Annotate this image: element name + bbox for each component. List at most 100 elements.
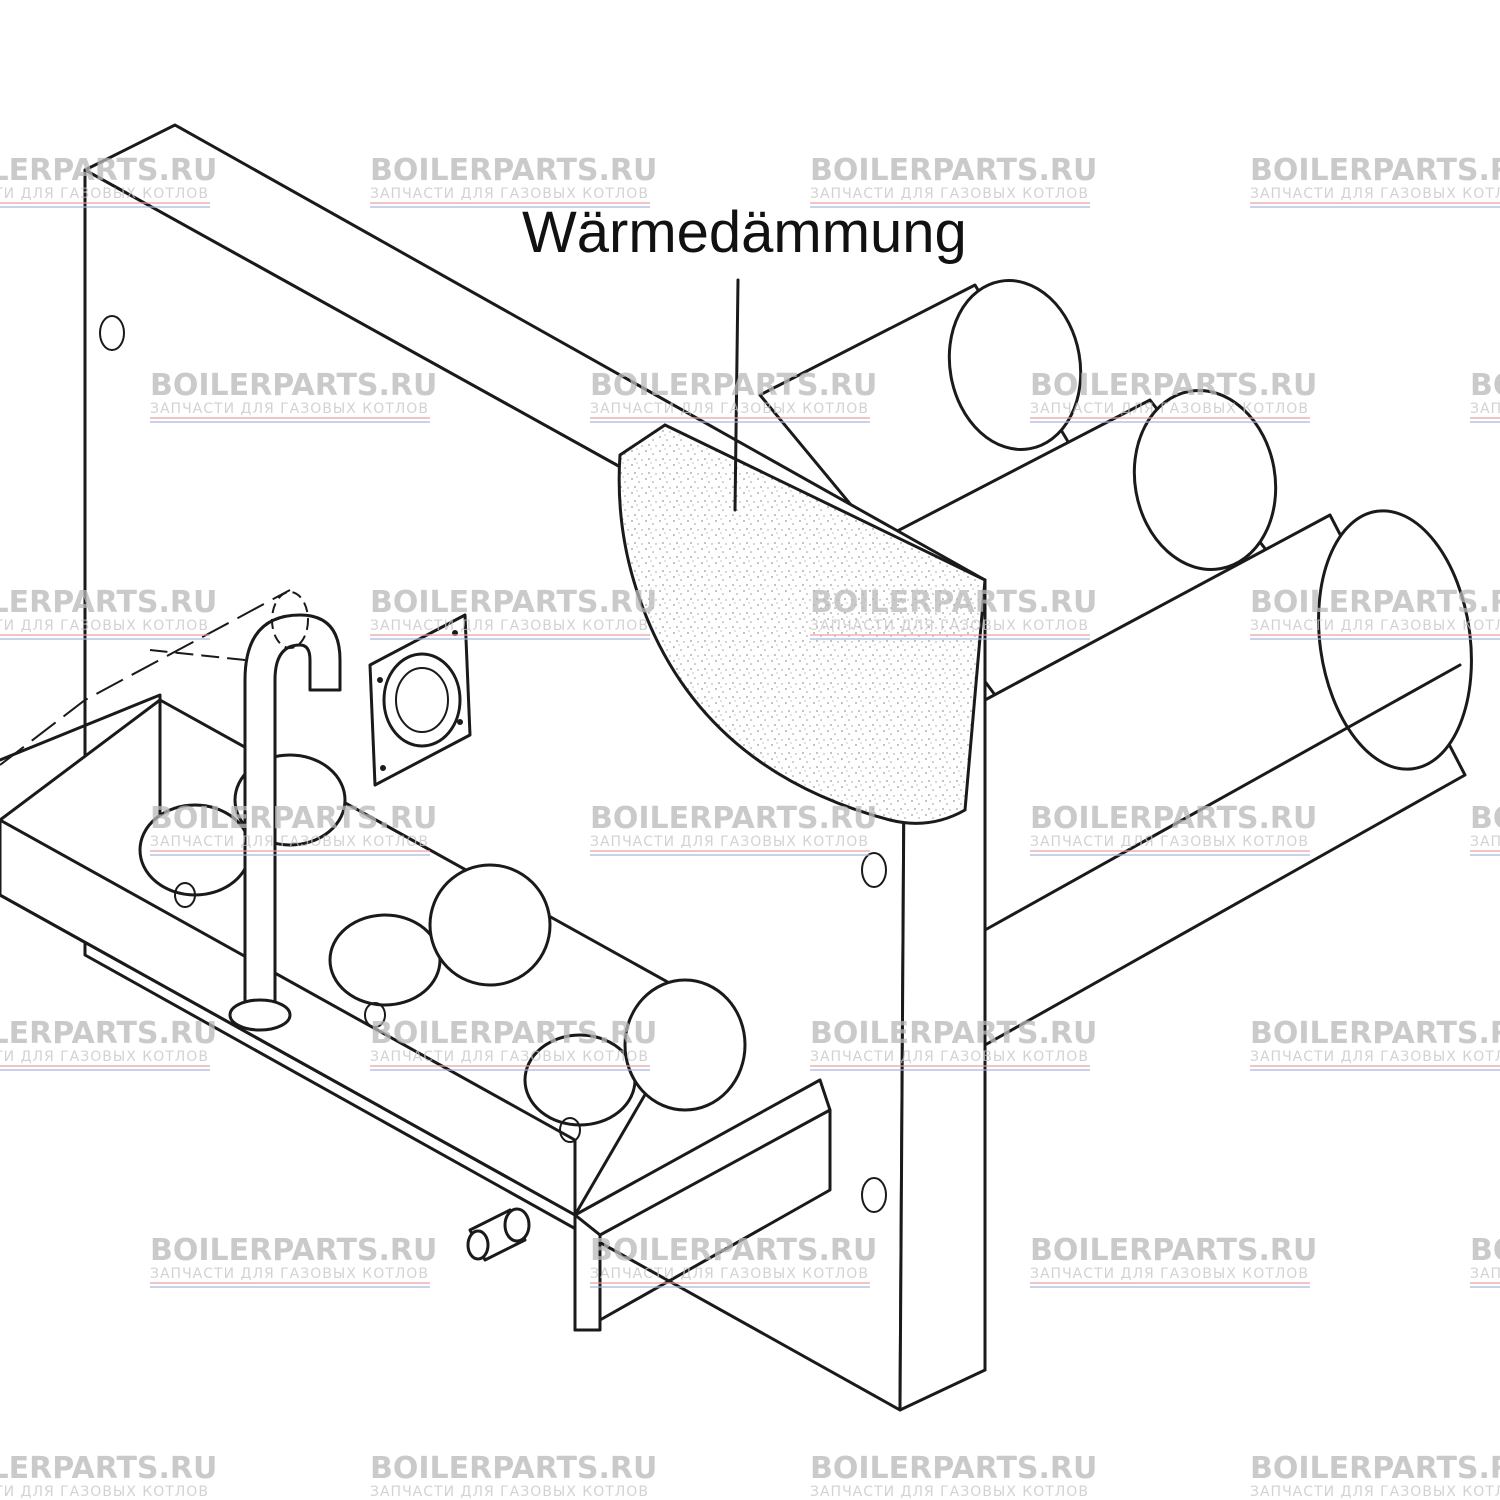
watermark-subtitle: ЗАПЧАСТИ ДЛЯ ГАЗОВЫХ КОТЛОВ (150, 401, 429, 417)
watermark-brand: BOILERPARTS.RU (1030, 801, 1317, 836)
watermark-brand: BOILERPARTS.RU (1470, 1233, 1500, 1268)
burner-nozzle-3 (328, 863, 552, 1028)
watermark-brand: BOILERPARTS.RU (1250, 1451, 1500, 1486)
watermark-brand: BOILERPARTS.RU (1250, 1016, 1500, 1051)
watermark-subtitle: ЗАПЧАСТИ ДЛЯ ГАЗОВЫХ КОТЛОВ (1470, 401, 1500, 417)
watermark-brand: BOILERPARTS.RU (590, 801, 877, 836)
watermark-subtitle: ЗАПЧАСТИ ДЛЯ ГАЗОВЫХ КОТЛОВ (1030, 834, 1309, 850)
watermark-subtitle: ЗАПЧАСТИ ДЛЯ ГАЗОВЫХ КОТЛОВ (0, 618, 209, 634)
watermark-subtitle: ЗАПЧАСТИ ДЛЯ ГАЗОВЫХ КОТЛОВ (370, 1484, 649, 1500)
watermark-subtitle: ЗАПЧАСТИ ДЛЯ ГАЗОВЫХ КОТЛОВ (1250, 1484, 1500, 1500)
watermark-brand: BOILERPARTS.RU (370, 1451, 657, 1486)
watermark-subtitle: ЗАПЧАСТИ ДЛЯ ГАЗОВЫХ КОТЛОВ (1470, 834, 1500, 850)
watermark-subtitle: ЗАПЧАСТИ ДЛЯ ГАЗОВЫХ КОТЛОВ (1030, 1266, 1309, 1282)
watermark-brand: BOILERPARTS.RU (150, 368, 437, 403)
watermark-brand: BOILERPARTS.RU (1470, 368, 1500, 403)
watermark-subtitle: ЗАПЧАСТИ ДЛЯ ГАЗОВЫХ КОТЛОВ (590, 834, 869, 850)
watermark-subtitle: ЗАПЧАСТИ ДЛЯ ГАЗОВЫХ КОТЛОВ (590, 1266, 869, 1282)
watermark-subtitle: ЗАПЧАСТИ ДЛЯ ГАЗОВЫХ КОТЛОВ (1470, 1266, 1500, 1282)
watermark-brand: BOILERPARTS.RU (370, 585, 657, 620)
watermark-subtitle: ЗАПЧАСТИ ДЛЯ ГАЗОВЫХ КОТЛОВ (1250, 186, 1500, 202)
watermark-brand: BOILERPARTS.RU (1470, 801, 1500, 836)
watermark-subtitle: ЗАПЧАСТИ ДЛЯ ГАЗОВЫХ КОТЛОВ (0, 186, 209, 202)
watermark-brand: BOILERPARTS.RU (810, 1451, 1097, 1486)
burner-nozzle-4 (523, 978, 747, 1143)
watermark-subtitle: ЗАПЧАСТИ ДЛЯ ГАЗОВЫХ КОТЛОВ (0, 1484, 209, 1500)
watermark-subtitle: ЗАПЧАСТИ ДЛЯ ГАЗОВЫХ КОТЛОВ (810, 1049, 1089, 1065)
watermark-subtitle: ЗАПЧАСТИ ДЛЯ ГАЗОВЫХ КОТЛОВ (150, 1266, 429, 1282)
watermark-subtitle: ЗАПЧАСТИ ДЛЯ ГАЗОВЫХ КОТЛОВ (1250, 618, 1500, 634)
watermark-subtitle: ЗАПЧАСТИ ДЛЯ ГАЗОВЫХ КОТЛОВ (1250, 1049, 1500, 1065)
watermark-brand: BOILERPARTS.RU (1030, 1233, 1317, 1268)
sight-glass-flange (368, 613, 472, 787)
watermark-subtitle: ЗАПЧАСТИ ДЛЯ ГАЗОВЫХ КОТЛОВ (150, 834, 429, 850)
insulation-leader-line (733, 278, 740, 512)
watermark-subtitle: ЗАПЧАСТИ ДЛЯ ГАЗОВЫХ КОТЛОВ (810, 618, 1089, 634)
burner-tube-top (758, 279, 1083, 542)
watermark-brand: BOILERPARTS.RU (590, 1233, 877, 1268)
watermark-brand: BOILERPARTS.RU (370, 153, 657, 188)
dashed-reference-line (0, 589, 291, 766)
mounting-hole-right-upper (861, 852, 887, 888)
insulation-callout-label: Wärmedämmung (522, 200, 967, 265)
watermark-subtitle: ЗАПЧАСТИ ДЛЯ ГАЗОВЫХ КОТЛОВ (1030, 401, 1309, 417)
watermark-brand: BOILERPARTS.RU (1030, 368, 1317, 403)
watermark-brand: BOILERPARTS.RU (0, 1451, 217, 1486)
watermark-brand: BOILERPARTS.RU (1250, 153, 1500, 188)
watermark-brand: BOILERPARTS.RU (810, 153, 1097, 188)
watermark-subtitle: ЗАПЧАСТИ ДЛЯ ГАЗОВЫХ КОТЛОВ (810, 186, 1089, 202)
mounting-hole-top-left (99, 315, 125, 351)
watermark-brand: BOILERPARTS.RU (590, 368, 877, 403)
watermark-brand: BOILERPARTS.RU (810, 585, 1097, 620)
watermark-brand: BOILERPARTS.RU (0, 1016, 217, 1051)
watermark-brand: BOILERPARTS.RU (370, 1016, 657, 1051)
watermark-subtitle: ЗАПЧАСТИ ДЛЯ ГАЗОВЫХ КОТЛОВ (370, 1049, 649, 1065)
test-nipple (466, 1207, 531, 1262)
watermark-subtitle: ЗАПЧАСТИ ДЛЯ ГАЗОВЫХ КОТЛОВ (590, 401, 869, 417)
watermark-subtitle: ЗАПЧАСТИ ДЛЯ ГАЗОВЫХ КОТЛОВ (0, 1049, 209, 1065)
front-mounting-bracket (573, 1078, 832, 1332)
watermark-brand: BOILERPARTS.RU (810, 1016, 1097, 1051)
gas-feed-pipe (149, 591, 342, 1032)
watermark-subtitle: ЗАПЧАСТИ ДЛЯ ГАЗОВЫХ КОТЛОВ (370, 186, 649, 202)
watermark-brand: BOILERPARTS.RU (1250, 585, 1500, 620)
mounting-hole-right-lower (861, 1177, 887, 1213)
insulation-block (617, 423, 987, 825)
watermark-brand: BOILERPARTS.RU (150, 801, 437, 836)
watermark-brand: BOILERPARTS.RU (0, 585, 217, 620)
watermark-brand: BOILERPARTS.RU (0, 153, 217, 188)
watermark-subtitle: ЗАПЧАСТИ ДЛЯ ГАЗОВЫХ КОТЛОВ (370, 618, 649, 634)
watermark-brand: BOILERPARTS.RU (150, 1233, 437, 1268)
watermark-subtitle: ЗАПЧАСТИ ДЛЯ ГАЗОВЫХ КОТЛОВ (810, 1484, 1089, 1500)
